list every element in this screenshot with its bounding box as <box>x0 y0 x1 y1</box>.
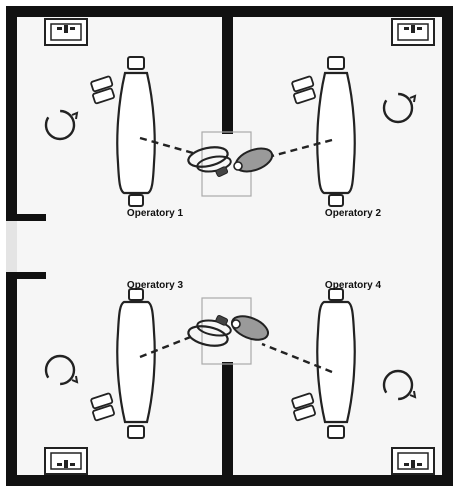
connector-line <box>271 138 333 158</box>
sink-icon <box>391 18 435 46</box>
center-wall-lower <box>222 362 233 486</box>
connector-line <box>139 334 194 359</box>
sink-icon <box>44 18 88 46</box>
left-wall-lower <box>6 272 17 486</box>
doorway-opening <box>6 221 17 272</box>
center-wall-upper <box>222 6 233 134</box>
connector-line <box>139 136 194 155</box>
dental-chair-icon <box>116 55 156 208</box>
room-label-operatory-1: Operatory 1 <box>126 208 184 219</box>
left-wall-upper <box>6 6 17 221</box>
dental-chair-icon <box>316 287 356 440</box>
doorway-jamb-top <box>6 214 46 221</box>
walls <box>6 6 453 486</box>
connector-lines <box>139 136 333 374</box>
sink-icon <box>391 447 435 475</box>
room-label-operatory-4: Operatory 4 <box>324 280 382 291</box>
dental-chair-icon <box>316 55 356 208</box>
right-wall <box>442 6 453 486</box>
connector-line <box>261 342 333 374</box>
doorway-jamb-bottom <box>6 272 46 279</box>
room-label-operatory-3: Operatory 3 <box>126 280 184 291</box>
shared-delivery-unit-icon <box>187 314 270 347</box>
room-label-operatory-2: Operatory 2 <box>324 208 382 219</box>
dental-chair-icon <box>116 287 156 440</box>
sink-icon <box>44 447 88 475</box>
shared-delivery-unit-icon <box>187 146 274 178</box>
